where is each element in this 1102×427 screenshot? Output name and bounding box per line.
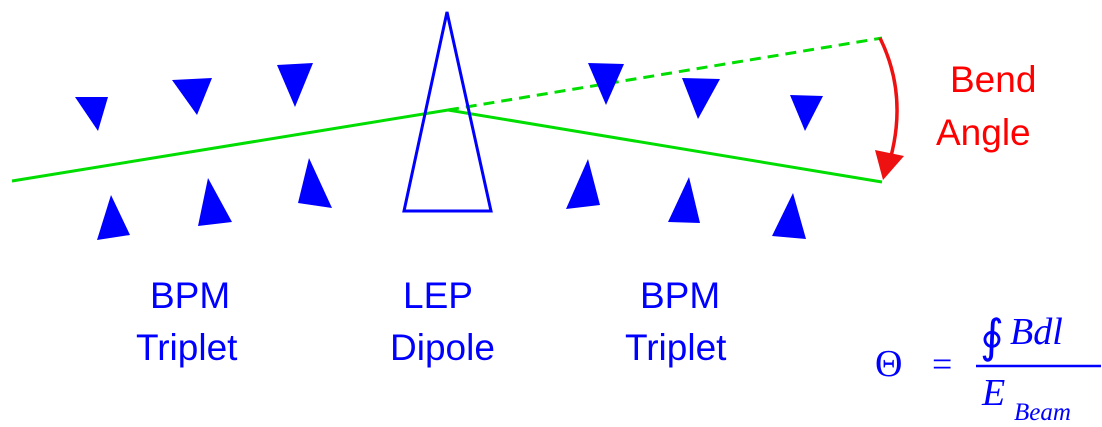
dipole-label-line1: LEP — [403, 275, 473, 316]
bpm-right-1-upper-triangle — [588, 63, 624, 105]
bpm-right-1-lower-triangle — [566, 159, 600, 209]
bpm-right-2-lower-triangle — [668, 177, 700, 223]
bpm-left-3-upper-triangle — [277, 63, 313, 107]
bend-angle-label-line2: Angle — [936, 112, 1031, 153]
bpm-left-3-lower-triangle — [298, 158, 332, 208]
bpm-right-label-line2: Triplet — [625, 327, 727, 368]
bpm-left-label-line2: Triplet — [136, 327, 238, 368]
equation-contour-integral: ∮ — [980, 311, 1004, 362]
bpm-left-2-lower-triangle — [198, 178, 232, 226]
bpm-right-3-lower-triangle — [772, 193, 806, 239]
lep-dipole-triangle — [402, 11, 493, 213]
dipole-label-line2: Dipole — [390, 327, 495, 368]
bend-angle-arc — [878, 37, 899, 161]
equation-numerator: Bdl — [1010, 311, 1063, 353]
bend-angle-arrowhead — [875, 150, 904, 180]
equation-denominator-subscript: Beam — [1014, 399, 1071, 426]
bpm-left-label-line1: BPM — [150, 275, 230, 316]
equation-theta: Θ — [875, 343, 902, 385]
bpm-left-1-lower-triangle — [97, 195, 130, 240]
bpm-right-3-upper-triangle — [790, 95, 823, 131]
bpm-right-label-line1: BPM — [640, 275, 720, 316]
equation-denominator-E: E — [981, 372, 1005, 414]
bpm-right-2-upper-triangle — [682, 78, 720, 119]
bpm-left-1-upper-triangle — [75, 97, 108, 131]
beam-trajectory — [11, 108, 883, 184]
equation-equals: = — [932, 344, 952, 384]
bend-angle-label-line1: Bend — [950, 59, 1036, 100]
beam-extrapolation-dashed — [447, 36, 883, 112]
bpm-left-2-upper-triangle — [172, 78, 212, 115]
